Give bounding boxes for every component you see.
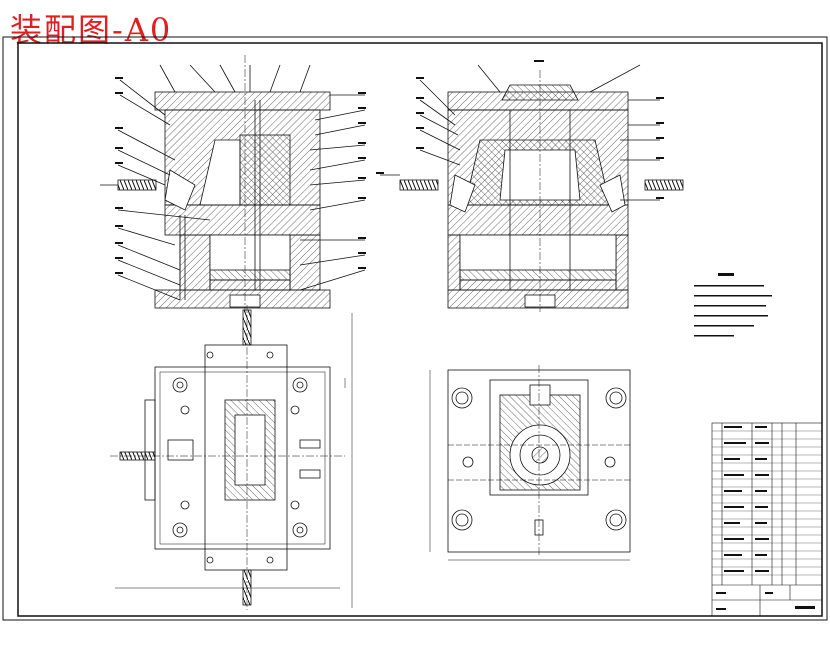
title-block <box>711 422 823 617</box>
technical-requirements <box>694 273 772 337</box>
front-section-left <box>100 55 366 312</box>
outer-frame <box>2 36 828 621</box>
inner-frame <box>17 42 823 617</box>
front-section-right <box>380 64 684 312</box>
top-view-right <box>429 365 631 561</box>
top-view-left <box>110 305 353 610</box>
